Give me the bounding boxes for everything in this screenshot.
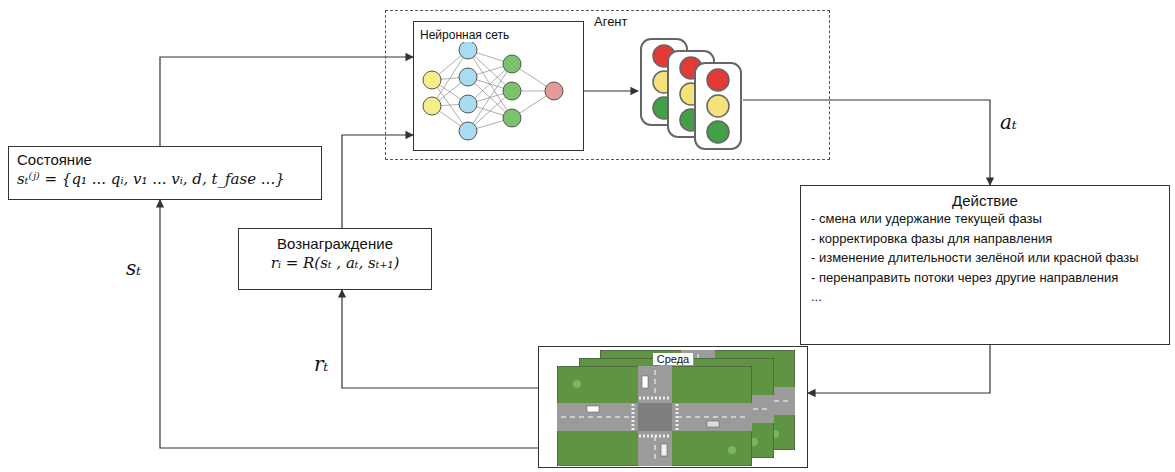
node-heading: Состояние [17,151,313,168]
node-text: - перенаправить потоки через другие напр… [811,268,1159,288]
state-box: Состояние sₜ⁽ʲ⁾ = {q₁ ... qᵢ, v₁ ... vᵢ, … [8,146,322,200]
connector-arrow [342,290,538,388]
traffic-lights [641,39,741,149]
network-box: Нейронная сеть [413,21,584,151]
action-box: Действие- смена или удержание текущей фа… [800,185,1170,345]
node-text: - изменение длительности зелёной или кра… [811,248,1159,268]
connector-arrow [808,345,990,393]
node-heading: Действие [811,192,1159,209]
edge-label: rₜ [312,352,331,376]
connector-arrow [830,100,990,185]
reward-box: Вознаграждение rᵢ = R(sₜ , aₜ, sₜ₊₁) [238,228,432,290]
node-text: - корректировка фазы для направления [811,229,1159,249]
connector-arrow [160,200,538,448]
node-heading: Среда [653,353,693,365]
edge-label: sₜ [124,256,143,280]
node-text: ... [811,287,1159,307]
network-links [432,50,554,131]
node-text: rᵢ = R(sₜ , aₜ, sₜ₊₁) [249,254,421,272]
network-neurons [423,41,563,140]
road-tiles [557,350,795,466]
lights-output-line [743,99,830,100]
agent-group: АгентНейронная сеть [385,10,830,160]
node-text: - смена или удержание текущей фазы [811,209,1159,229]
nn-to-lights-line [584,90,638,91]
connector-arrow [342,135,413,228]
environment-box: Среда [538,346,808,468]
node-heading: Вознаграждение [249,235,421,252]
edge-label: aₜ [998,110,1019,134]
node-text: sₜ⁽ʲ⁾ = {q₁ ... qᵢ, v₁ ... vᵢ, d, t_fase… [17,170,313,188]
node-heading: Нейронная сеть [420,28,509,42]
connector-arrow [160,57,413,146]
